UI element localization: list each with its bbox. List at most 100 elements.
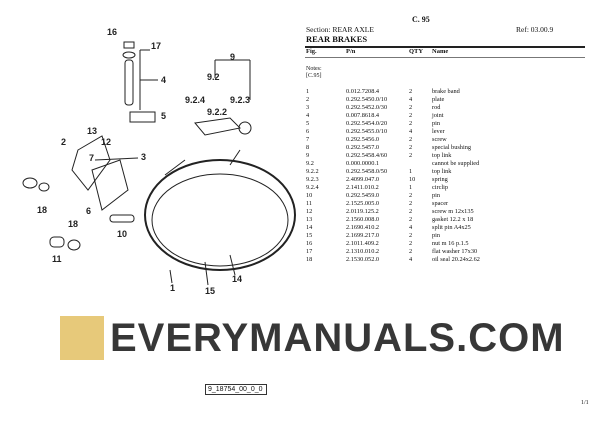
cell-pn: 0.292.5452.0/30 — [346, 104, 388, 111]
column-header-qty: QTY — [409, 48, 424, 55]
cell-name: screw m 12x135 — [432, 208, 474, 215]
watermark: EVERYMANUALS.COM — [110, 316, 565, 360]
callout-label: 9 — [230, 52, 236, 62]
cell-pn: 2.0119.125.2 — [346, 208, 379, 215]
cell-qty: 2 — [409, 120, 413, 127]
callout-label: 18 — [37, 205, 48, 215]
nut-part — [123, 41, 135, 49]
cell-qty: 4 — [409, 256, 413, 263]
cell-qty: 2 — [409, 136, 413, 143]
figure-id: 9_18754_00_0_0 — [205, 384, 267, 395]
cell-pn: 0.292.5450.0/10 — [346, 96, 388, 103]
cell-pn: 0.007.8618.4 — [346, 112, 380, 119]
cell-qty: 2 — [409, 112, 413, 119]
cell-pn: 0.292.5459.0 — [346, 192, 380, 199]
cell-pn: 0.000.0000.1 — [346, 160, 380, 167]
cell-qty: 2 — [409, 88, 413, 95]
cell-name: flat washer 17x30 — [432, 248, 478, 255]
page-count: 1/1 — [581, 400, 589, 406]
pin-part — [129, 111, 156, 123]
pin-part-10 — [109, 214, 135, 223]
cell-fig: 17 — [306, 248, 313, 255]
cell-name: rod — [432, 104, 441, 111]
oil-seal-part — [22, 177, 38, 189]
callout-label: 18 — [68, 219, 79, 229]
oil-seal-part — [67, 239, 81, 251]
page-code: C. 95 — [412, 15, 430, 24]
exploded-diagram — [22, 41, 296, 286]
cell-fig: 9.2.2 — [306, 168, 319, 175]
leader-lines — [164, 149, 241, 286]
cell-name: top link — [432, 152, 452, 159]
cell-fig: 7 — [306, 136, 310, 143]
page-title: REAR BRAKES — [306, 34, 368, 44]
callout-label: 7 — [89, 153, 95, 163]
brake-band-part — [144, 159, 296, 271]
cell-qty: 4 — [409, 128, 413, 135]
column-header-fig: Fig. — [306, 48, 317, 55]
callout-label: 5 — [161, 111, 167, 121]
cell-qty: 2 — [409, 232, 413, 239]
cell-pn: 2.1411.010.2 — [346, 184, 379, 191]
cell-fig: 15 — [306, 232, 313, 239]
cell-fig: 4 — [306, 112, 310, 119]
cell-name: spring — [432, 176, 448, 183]
cell-name: brake band — [432, 88, 460, 95]
cell-qty: 4 — [409, 96, 413, 103]
cell-pn: 0.292.5454.0/20 — [346, 120, 388, 127]
brake-band-inner — [151, 173, 289, 267]
cell-name: nut m 16 p.1.5 — [432, 240, 469, 247]
cell-name: pin — [432, 232, 441, 239]
callout-label: 9.2.4 — [185, 95, 206, 105]
cell-fig: 12 — [306, 208, 313, 215]
callout-label: 17 — [151, 41, 162, 51]
cell-pn: 2.1530.052.0 — [346, 256, 380, 263]
notes: Notes: [C.95] — [306, 66, 322, 80]
joint-part — [124, 59, 134, 106]
cell-fig: 11 — [306, 200, 313, 207]
cell-fig: 8 — [306, 144, 310, 151]
cell-qty: 1 — [409, 184, 413, 191]
cell-fig: 9.2 — [306, 160, 314, 167]
cell-fig: 18 — [306, 256, 313, 263]
cell-qty: 2 — [409, 192, 413, 199]
cell-qty: 2 — [409, 248, 413, 255]
callout-label: 11 — [52, 254, 62, 264]
cell-pn: 2.1310.010.2 — [346, 248, 380, 255]
cell-pn: 0.292.5457.0 — [346, 144, 380, 151]
callout-label: 6 — [86, 206, 92, 216]
cell-qty: 2 — [409, 200, 413, 207]
cell-qty: 2 — [409, 240, 413, 247]
cell-fig: 14 — [306, 224, 313, 231]
section-label: Section: REAR AXLE — [306, 25, 374, 34]
cell-qty: 10 — [409, 176, 416, 183]
cell-pn: 0.012.7208.4 — [346, 88, 380, 95]
cell-qty: 2 — [409, 152, 413, 159]
cell-name: gasket 12.2 x 18 — [432, 216, 474, 223]
cell-name: pin — [432, 120, 441, 127]
cell-pn: 2.1690.410.2 — [346, 224, 380, 231]
callout-label: 9.2 — [207, 72, 220, 82]
cell-pn: 2.4099.047.0 — [346, 176, 380, 183]
cell-pn: 0.292.5458.0/50 — [346, 168, 388, 175]
watermark-logo — [60, 316, 104, 360]
lever-part — [91, 159, 129, 211]
cell-name: special bushing — [432, 144, 471, 151]
callout-label: 2 — [61, 137, 67, 147]
cell-qty: 1 — [409, 168, 413, 175]
cell-qty: 2 — [409, 216, 413, 223]
cell-fig: 6 — [306, 128, 310, 135]
column-header-name: Name — [432, 48, 449, 55]
cell-pn: 2.1560.008.0 — [346, 216, 380, 223]
cell-name: cannot be supplied — [432, 160, 480, 167]
leader-lines — [139, 49, 158, 110]
cell-pn: 0.292.5458.4/60 — [346, 152, 388, 159]
cell-qty: 2 — [409, 144, 413, 151]
cell-fig: 16 — [306, 240, 313, 247]
leader-lines — [214, 59, 251, 100]
callout-label: 9.2.2 — [207, 107, 228, 117]
column-header-pn: P/n — [346, 48, 356, 55]
cell-pn: 2.1699.217.0 — [346, 232, 380, 239]
callout-label: 15 — [205, 286, 216, 296]
callout-label: 13 — [87, 126, 98, 136]
